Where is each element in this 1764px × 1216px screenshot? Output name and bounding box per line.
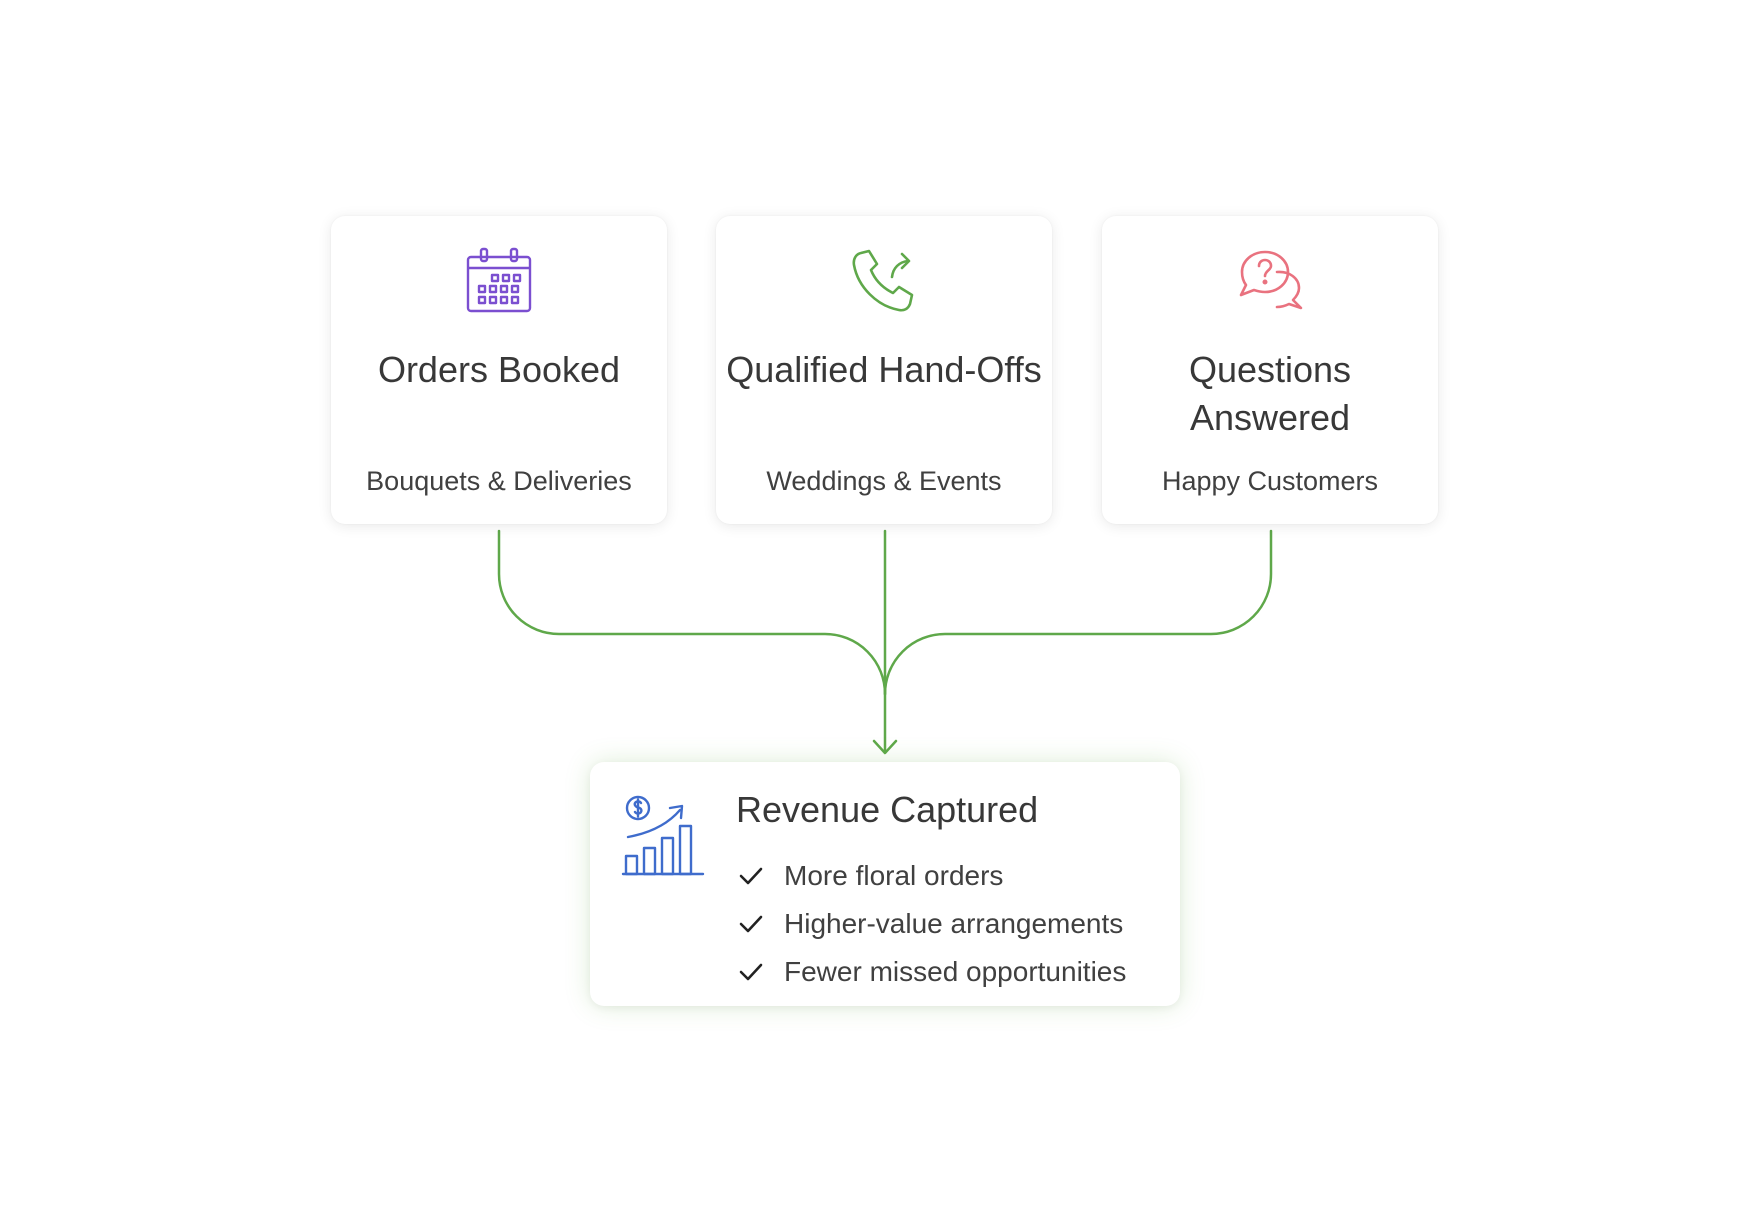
connector-right xyxy=(883,529,1273,696)
connector-left xyxy=(497,529,887,696)
calendar-icon xyxy=(462,244,536,318)
card-subtitle: Bouquets & Deliveries xyxy=(366,466,632,496)
question-chat-icon xyxy=(1233,244,1307,318)
list-item: Higher-value arrangements xyxy=(736,900,1126,948)
card-questions-answered: Questions Answered Happy Customers xyxy=(1102,216,1438,524)
check-icon xyxy=(736,957,766,987)
connector-arrowhead xyxy=(872,739,898,755)
result-title: Revenue Captured xyxy=(736,789,1039,830)
list-item-text: Higher-value arrangements xyxy=(784,908,1124,939)
revenue-growth-icon xyxy=(620,792,706,878)
list-item-text: Fewer missed opportunities xyxy=(784,956,1127,987)
list-item-text: More floral orders xyxy=(784,860,1004,891)
card-title: Questions Answered xyxy=(1188,349,1352,438)
card-subtitle: Happy Customers xyxy=(1161,466,1379,496)
card-orders-booked: Orders Booked Bouquets & Deliveries xyxy=(331,216,667,524)
list-item: Fewer missed opportunities xyxy=(736,948,1126,996)
card-title: Qualified Hand-Offs xyxy=(726,349,1042,390)
check-icon xyxy=(736,861,766,891)
card-qualified-hand-offs: Qualified Hand-Offs Weddings & Events xyxy=(716,216,1052,524)
revenue-captured-card: Revenue Captured More floral orders High… xyxy=(590,762,1180,1006)
list-item: More floral orders xyxy=(736,852,1126,900)
card-title: Orders Booked xyxy=(377,349,621,390)
phone-forward-icon xyxy=(847,244,921,318)
card-subtitle: Weddings & Events xyxy=(766,466,1002,496)
result-benefit-list: More floral orders Higher-value arrangem… xyxy=(736,852,1126,996)
check-icon xyxy=(736,909,766,939)
